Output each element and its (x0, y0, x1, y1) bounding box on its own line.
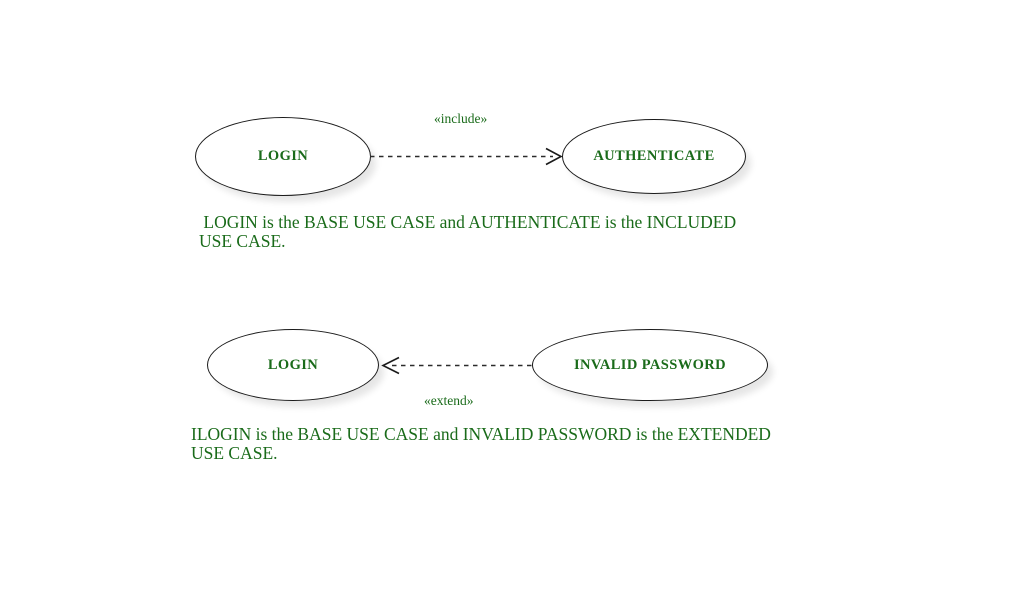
use-case-ellipse-login-include[interactable]: LOGIN (195, 117, 371, 196)
use-case-label: LOGIN (267, 356, 319, 373)
include-dependency-arrow (370, 147, 563, 166)
stereotype-label-include: «include» (434, 111, 488, 126)
caption-include-relationship: LOGIN is the BASE USE CASE and AUTHENTIC… (199, 213, 839, 251)
caption-line-1: LOGIN is the BASE USE CASE and AUTHENTIC… (199, 212, 737, 232)
use-case-ellipse-login-extend[interactable]: LOGIN (207, 329, 379, 401)
caption-extend-relationship: ILOGIN is the BASE USE CASE and INVALID … (191, 425, 871, 463)
caption-line-2: USE CASE. (191, 442, 278, 463)
caption-line-1: ILOGIN is the BASE USE CASE and INVALID … (191, 424, 771, 444)
use-case-label: INVALID PASSWORD (573, 356, 727, 373)
use-case-label: LOGIN (257, 148, 309, 164)
use-case-ellipse-authenticate[interactable]: AUTHENTICATE (562, 119, 746, 194)
use-case-ellipse-invalid-password[interactable]: INVALID PASSWORD (532, 329, 768, 401)
caption-line-2: USE CASE. (199, 230, 286, 251)
extend-dependency-arrow (381, 356, 535, 375)
use-case-label: AUTHENTICATE (593, 148, 715, 164)
stereotype-label-extend: «extend» (424, 393, 474, 408)
